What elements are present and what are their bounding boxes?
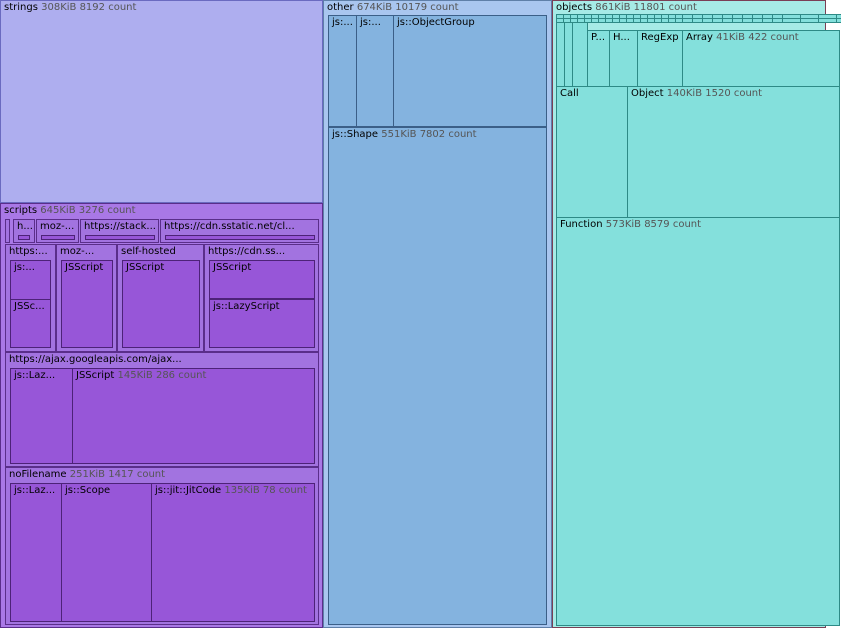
leaf-node[interactable] — [165, 235, 315, 240]
leaf-node[interactable]: js::Laz... — [10, 368, 73, 464]
leaf-node-shape[interactable]: js::Shape 551KiB 7802 count — [328, 127, 547, 625]
leaf-node[interactable] — [85, 235, 155, 240]
treemap-node-stack[interactable]: https://stack... — [80, 219, 159, 243]
leaf-node-call[interactable]: Call — [556, 86, 628, 218]
leaf-node[interactable]: js::LazyScript — [209, 299, 315, 348]
leaf-node[interactable]: js::jit::JitCode 135KiB 78 count — [151, 483, 315, 622]
leaf-node[interactable]: JSScript 145KiB 286 count — [72, 368, 315, 464]
treemap-node-tiny[interactable] — [5, 219, 10, 243]
leaf-node[interactable]: js::Scope — [61, 483, 152, 622]
node-label: strings 308KiB 8192 count — [4, 2, 137, 13]
objects-inner: P... H... RegExp Array 41KiB 422 count C… — [556, 14, 841, 626]
treemap-node-other[interactable]: other 674KiB 10179 count js:... js:... j… — [323, 0, 552, 628]
treemap-node-ajax[interactable]: https://ajax.googleapis.com/ajax... js::… — [5, 352, 319, 467]
treemap-node-https[interactable]: https:... js:... JSSc... — [5, 244, 56, 352]
leaf-node[interactable]: JSSc... — [10, 299, 51, 348]
leaf-node[interactable] — [41, 235, 75, 240]
treemap-node-cdn-cl[interactable]: https://cdn.sstatic.net/cl... — [160, 219, 319, 243]
leaf-node[interactable]: JSScript — [122, 260, 200, 348]
tiny-tiles-row — [556, 14, 841, 34]
leaf-node[interactable]: js::ObjectGroup — [393, 15, 547, 127]
leaf-node[interactable]: js:... — [328, 15, 357, 127]
node-label: scripts 645KiB 3276 count — [4, 205, 136, 216]
tiny-tile[interactable] — [782, 18, 801, 23]
treemap-node-scripts[interactable]: scripts 645KiB 3276 count h... moz-... h… — [0, 203, 323, 628]
tiny-tile[interactable] — [836, 18, 841, 23]
tiny-tile[interactable] — [818, 18, 837, 23]
treemap-node-nofilename[interactable]: noFilename 251KiB 1417 count js::Laz... … — [5, 467, 319, 625]
treemap-node-cdn-ss[interactable]: https://cdn.ss... JSScript js::LazyScrip… — [204, 244, 319, 352]
tiny-tile[interactable] — [800, 18, 819, 23]
treemap-node-strings[interactable]: strings 308KiB 8192 count — [0, 0, 323, 203]
leaf-node[interactable]: js:... — [356, 15, 394, 127]
leaf-node[interactable]: JSScript — [209, 260, 315, 299]
treemap-node-h[interactable]: h... — [13, 219, 35, 243]
leaf-node[interactable]: JSScript — [61, 260, 113, 348]
leaf-node[interactable]: js::Laz... — [10, 483, 62, 622]
leaf-node-function[interactable]: Function 573KiB 8579 count — [556, 217, 840, 626]
treemap-node-moz[interactable]: moz-... — [36, 219, 79, 243]
leaf-node[interactable]: js:... — [10, 260, 51, 300]
treemap-node-self-hosted[interactable]: self-hosted JSScript — [117, 244, 204, 352]
treemap-node-moz-2[interactable]: moz-... JSScript — [56, 244, 117, 352]
leaf-node[interactable] — [18, 235, 30, 240]
leaf-node-object[interactable]: Object 140KiB 1520 count — [627, 86, 840, 218]
